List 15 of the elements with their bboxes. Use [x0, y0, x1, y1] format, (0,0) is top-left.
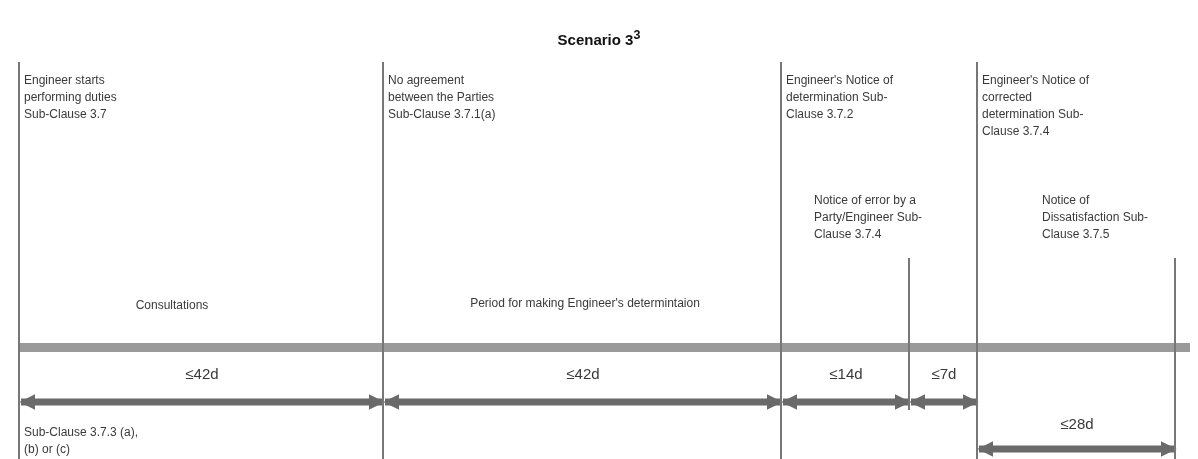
event-label: Notice of Dissatisfaction Sub-Clause 3.7.5 [1042, 192, 1150, 243]
event-label: Notice of error by a Party/Engineer Sub-Clause 3.7.4 [814, 192, 924, 243]
text-label: Sub-Clause 3.7.3 (a), (b) or (c) [24, 424, 140, 458]
event-label: Engineer's Notice of determination Sub-Clause 3.7.2 [786, 72, 894, 123]
double-arrow [383, 393, 783, 411]
text-label: Period for making Engineer's determintaion [470, 295, 700, 312]
double-arrow [19, 393, 385, 411]
event-label: Engineer's Notice of corrected determination Sub-Clause 3.7.4 [982, 72, 1090, 140]
event-label: Engineer starts performing duties Sub-Clause 3.7 [24, 72, 118, 123]
double-arrow [909, 393, 979, 411]
title: Scenario 3$^{3}$ [557, 28, 641, 48]
text-label: Consultations [134, 297, 210, 314]
double-arrow [977, 440, 1177, 458]
double-arrow [781, 393, 911, 411]
event-label: No agreement between the Parties Sub-Clause 3.7.1(a) [388, 72, 497, 123]
